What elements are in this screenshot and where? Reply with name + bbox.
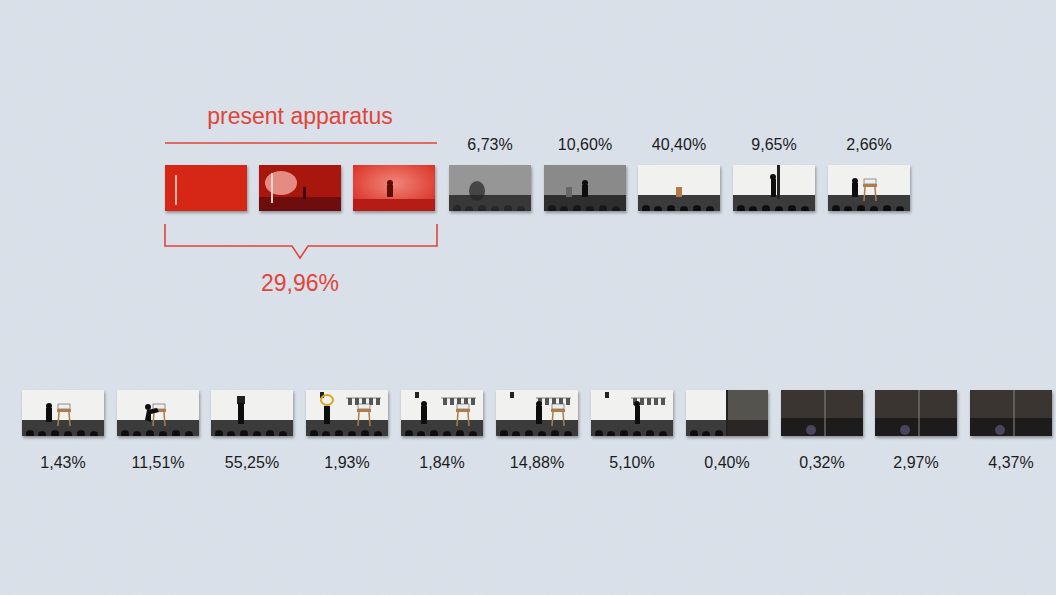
group-percentage: 29,96% — [261, 271, 339, 296]
percentage-label: 11,51% — [131, 454, 184, 472]
percentage-label: 1,43% — [40, 454, 85, 472]
group-title: present apparatus — [207, 104, 392, 129]
percentage-label: 0,32% — [799, 454, 844, 472]
percentage-label: 6,73% — [467, 136, 512, 154]
percentage-label: 40,40% — [652, 136, 706, 154]
percentage-label: 10,60% — [558, 136, 612, 154]
percentage-label: 5,10% — [609, 454, 654, 472]
thumbnails-top — [449, 165, 910, 214]
percentage-label: 4,37% — [988, 454, 1033, 472]
percentage-label: 2,97% — [893, 454, 938, 472]
percentage-label: 14,88% — [510, 454, 564, 472]
bracket — [165, 224, 437, 258]
thumbnails-bottom — [22, 390, 1052, 439]
percentage-label: 1,93% — [324, 454, 369, 472]
percentage-label: 1,84% — [419, 454, 464, 472]
percentage-label: 55,25% — [225, 454, 279, 472]
thumbnails-red — [165, 165, 435, 211]
percentage-label: 2,66% — [846, 136, 891, 154]
underline — [165, 142, 437, 144]
percentage-label: 0,40% — [704, 454, 749, 472]
percentage-label: 9,65% — [751, 136, 796, 154]
